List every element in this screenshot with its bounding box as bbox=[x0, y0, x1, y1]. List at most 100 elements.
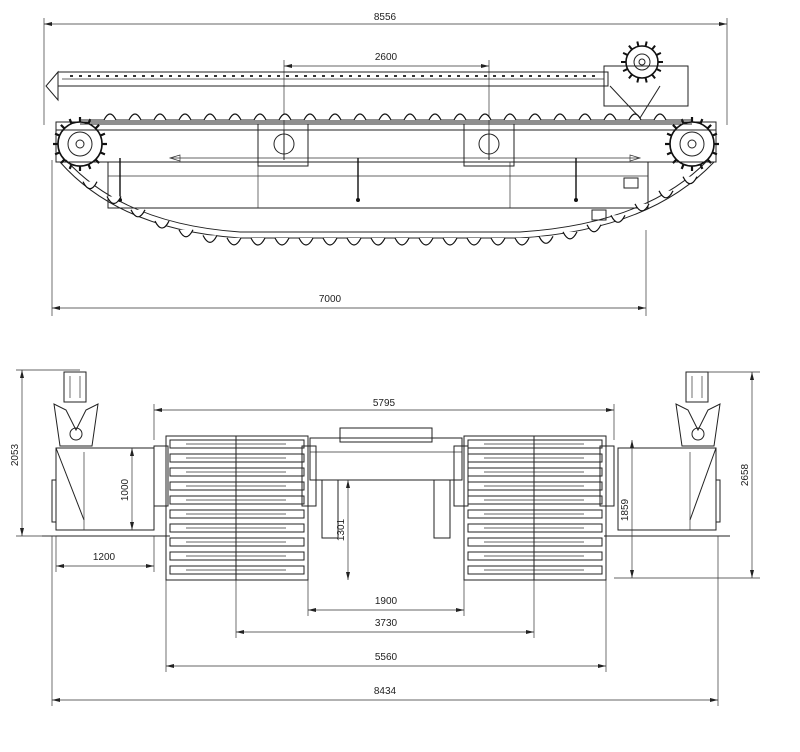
track-shoe bbox=[528, 113, 542, 121]
track-shoe bbox=[203, 113, 217, 121]
boom-hole bbox=[538, 75, 541, 77]
svg-text:1000: 1000 bbox=[120, 478, 131, 501]
boom-hole bbox=[178, 75, 181, 77]
track-shoe-row bbox=[467, 509, 603, 519]
track-shoe bbox=[370, 237, 386, 246]
track-shoe bbox=[250, 237, 266, 246]
track-shoe bbox=[403, 113, 417, 121]
boom-hole bbox=[583, 75, 586, 77]
boom-hole bbox=[403, 75, 406, 77]
cutter-wheel bbox=[621, 41, 663, 83]
svg-text:7000: 7000 bbox=[319, 294, 342, 305]
sprocket-tooth bbox=[666, 132, 673, 137]
boom-hole bbox=[205, 75, 208, 77]
right-spud-assembly bbox=[675, 371, 721, 447]
rear-sprocket bbox=[665, 117, 719, 171]
track-shoe bbox=[586, 224, 602, 233]
track-shoe bbox=[253, 113, 267, 121]
sprocket-tooth bbox=[711, 132, 718, 137]
cutter-tooth bbox=[655, 68, 662, 73]
boom-hole bbox=[322, 75, 325, 77]
track-shoe bbox=[130, 209, 146, 218]
track-shoe bbox=[128, 113, 142, 121]
svg-text:8434: 8434 bbox=[374, 686, 397, 697]
track-shoe bbox=[328, 113, 342, 121]
dim-bracket-height: 1859 bbox=[620, 440, 634, 578]
boom-hole bbox=[286, 75, 289, 77]
track-shoe bbox=[298, 237, 314, 246]
boom-hole bbox=[466, 75, 469, 77]
boom-hole bbox=[187, 75, 190, 77]
track-shoe bbox=[490, 237, 506, 246]
boom-hole bbox=[502, 75, 505, 77]
track-shoe bbox=[353, 113, 367, 121]
boom-hole bbox=[259, 75, 262, 77]
svg-text:1301: 1301 bbox=[336, 518, 347, 541]
hull-post-foot bbox=[574, 198, 578, 202]
track-shoe bbox=[682, 176, 698, 185]
boom-hole bbox=[520, 75, 523, 77]
boom-hole bbox=[358, 75, 361, 77]
boom-hole bbox=[295, 75, 298, 77]
track-shoe-row bbox=[467, 565, 603, 575]
dim-track-outer-span: 5795 bbox=[153, 398, 615, 440]
boom-hole bbox=[421, 75, 424, 77]
dim-left-height: 2053 bbox=[10, 369, 80, 537]
svg-text:2600: 2600 bbox=[375, 52, 398, 63]
boom-hole bbox=[430, 75, 433, 77]
sprocket-tooth bbox=[672, 124, 678, 130]
cutter-tooth bbox=[651, 73, 656, 80]
cutter-tooth bbox=[644, 77, 648, 83]
sprocket-tooth bbox=[711, 151, 718, 156]
track-shoe bbox=[82, 181, 98, 190]
boom-hole bbox=[250, 75, 253, 77]
svg-text:1900: 1900 bbox=[375, 596, 398, 607]
svg-text:2053: 2053 bbox=[10, 443, 21, 466]
track-shoe bbox=[303, 113, 317, 121]
boom-hole bbox=[376, 75, 379, 77]
boom-hole bbox=[79, 75, 82, 77]
left-pontoon bbox=[42, 447, 170, 537]
boom-hole bbox=[196, 75, 199, 77]
sprocket-tooth bbox=[60, 158, 66, 164]
track-shoe bbox=[103, 113, 117, 121]
track-shoe bbox=[394, 237, 410, 246]
sprocket-tooth bbox=[680, 163, 685, 170]
boom-hole bbox=[232, 75, 235, 77]
boom-hole bbox=[349, 75, 352, 77]
sprocket-tooth bbox=[99, 151, 106, 156]
track-shoe bbox=[154, 220, 170, 229]
dim-track-length: 7000 bbox=[51, 160, 647, 316]
dim-pontoon-width: 1200 bbox=[55, 536, 155, 572]
track-shoe-row bbox=[169, 439, 305, 449]
sprocket-tooth bbox=[54, 151, 61, 156]
track-shoe-row bbox=[467, 523, 603, 533]
boom-hole bbox=[493, 75, 496, 77]
svg-text:5795: 5795 bbox=[373, 398, 396, 409]
dim-track-center-span: 3730 bbox=[235, 580, 535, 638]
cutter-tooth bbox=[644, 41, 648, 47]
track-shoe bbox=[503, 113, 517, 121]
cutter-tooth bbox=[622, 68, 629, 73]
track-shoe bbox=[178, 229, 194, 238]
track-shoe-row bbox=[467, 537, 603, 547]
boom-hole bbox=[88, 75, 91, 77]
dim-track-inner-gap: 1900 bbox=[307, 580, 465, 616]
svg-text:3730: 3730 bbox=[375, 618, 398, 629]
dim-track-height: 1301 bbox=[336, 480, 350, 580]
track-shoe bbox=[226, 237, 242, 246]
boom-hole bbox=[142, 75, 145, 77]
sprocket-tooth bbox=[94, 124, 100, 130]
boom-hole bbox=[70, 75, 73, 77]
right-pontoon bbox=[604, 447, 730, 537]
dim-pontoon-height: 1000 bbox=[120, 448, 134, 530]
track-shoe-row bbox=[169, 523, 305, 533]
track-shoe-row bbox=[169, 565, 305, 575]
track-shoe bbox=[202, 235, 218, 243]
svg-text:1859: 1859 bbox=[620, 498, 631, 521]
left-track-module bbox=[153, 435, 317, 581]
track-shoe bbox=[653, 113, 667, 121]
boom-hole bbox=[169, 75, 172, 77]
boom-hole bbox=[313, 75, 316, 77]
